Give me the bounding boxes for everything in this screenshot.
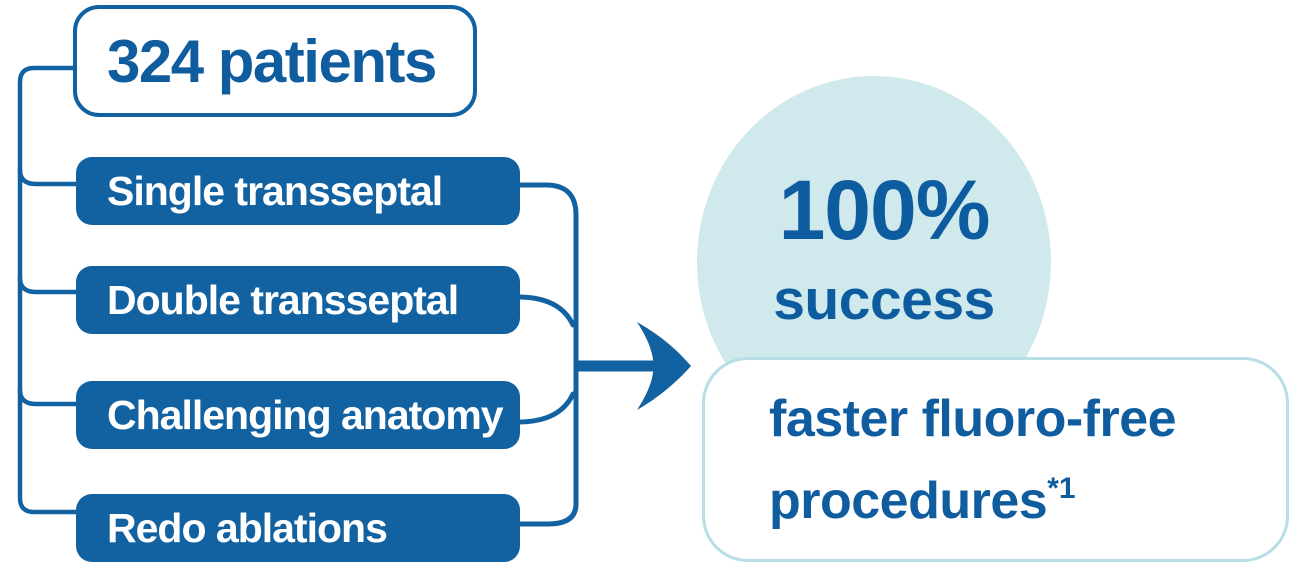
flow-arrow-icon bbox=[577, 322, 691, 410]
cohort-item-label: Redo ablations bbox=[107, 504, 388, 551]
cohort-item-double-transseptal: Double transseptal bbox=[76, 266, 520, 334]
success-percent: 100% bbox=[778, 163, 991, 257]
outcome-line1: faster fluoro-free bbox=[769, 390, 1177, 448]
left-bracket-connector bbox=[17, 65, 81, 515]
cohort-item-redo-ablations: Redo ablations bbox=[76, 494, 520, 562]
cohort-item-label: Single transseptal bbox=[107, 167, 443, 214]
cohort-item-challenging-anatomy: Challenging anatomy bbox=[76, 381, 520, 449]
outcome-footnote-marker: *1 bbox=[1047, 472, 1076, 505]
outcome-box: faster fluoro-free procedures*1 bbox=[702, 357, 1289, 562]
patients-total-box: 324 patients bbox=[73, 5, 477, 117]
success-caption: success bbox=[773, 268, 995, 332]
right-merge-connector bbox=[515, 182, 579, 527]
cohort-item-single-transseptal: Single transseptal bbox=[76, 157, 520, 225]
patients-total-label: 324 patients bbox=[107, 27, 437, 95]
outcome-line2: procedures*1 bbox=[769, 460, 1286, 550]
outcome-text: faster fluoro-free procedures*1 bbox=[705, 360, 1286, 550]
cohort-item-label: Challenging anatomy bbox=[107, 391, 504, 438]
outcome-line2-text: procedures bbox=[769, 472, 1048, 530]
cohort-item-label: Double transseptal bbox=[107, 276, 459, 323]
